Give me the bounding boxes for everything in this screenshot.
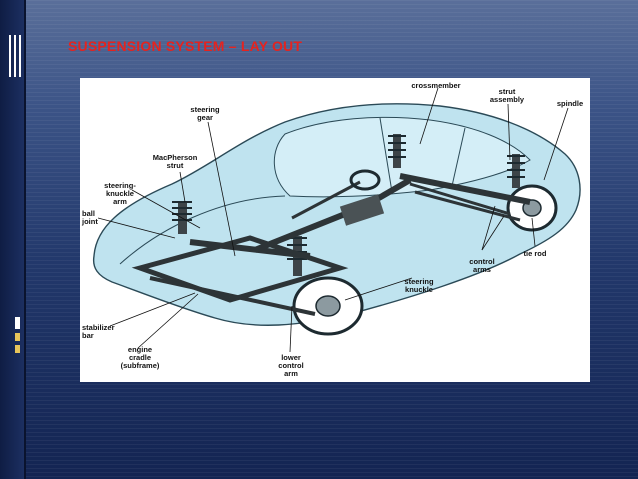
label-crossmember: crossmember bbox=[411, 81, 461, 90]
car-illustration bbox=[92, 87, 581, 353]
label-control-arms: control arms bbox=[469, 257, 495, 274]
left-divider-line bbox=[24, 0, 26, 479]
label-stabilizer-bar: stabilizer bar bbox=[82, 323, 115, 340]
label-strut-assembly: strut assembly bbox=[489, 87, 525, 104]
rear-crossmember bbox=[399, 173, 531, 205]
suspension-diagram: crossmember strut assembly spindle steer… bbox=[80, 78, 590, 382]
label-steering-gear: steering gear bbox=[190, 105, 220, 122]
label-lower-control-arm: lower control arm bbox=[278, 353, 304, 378]
label-tie-rod: tie rod bbox=[523, 249, 547, 258]
left-accent-bar bbox=[0, 0, 24, 479]
left-tick-marks bbox=[9, 35, 23, 77]
left-block-yellow-2 bbox=[15, 345, 20, 353]
label-spindle: spindle bbox=[556, 99, 584, 108]
label-ball-joint: ball joint bbox=[82, 209, 98, 226]
slide-title: SUSPENSION SYSTEM – LAY OUT bbox=[68, 38, 303, 54]
label-engine-cradle: engine cradle (subframe) bbox=[120, 345, 160, 370]
label-steering-knuckle: steering knuckle bbox=[404, 277, 434, 294]
left-block-white bbox=[15, 317, 20, 329]
label-steering-knuckle-arm: steering- knuckle arm bbox=[104, 181, 136, 206]
label-macpherson-strut: MacPherson strut bbox=[152, 153, 198, 170]
left-block-yellow-1 bbox=[15, 333, 20, 341]
